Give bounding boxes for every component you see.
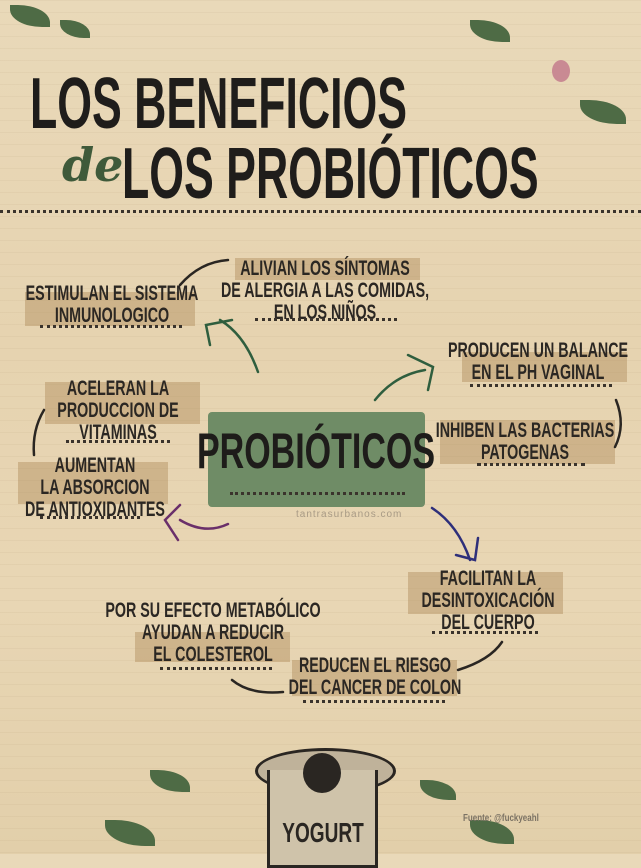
- tape-strip: [135, 632, 290, 662]
- dotted-underline: [255, 318, 397, 321]
- arrow-to-antioxidants: [178, 518, 230, 530]
- brand-badge-logo: [303, 753, 341, 793]
- title-line2: LOS PROBIÓTICOS: [122, 134, 539, 214]
- dotted-underline: [470, 384, 612, 387]
- dotted-underline: [40, 516, 140, 519]
- benefit-text: REDUCEN EL RIESGO DEL CANCER DE COLON: [288, 654, 462, 700]
- leaf-icon: [150, 770, 190, 792]
- dotted-underline: [303, 700, 445, 703]
- leaf-icon: [420, 780, 456, 800]
- benefit-text: ACELERAN LA PRODUCCION DE VITAMINAS: [57, 377, 179, 445]
- tape-strip: [25, 292, 195, 326]
- dotted-underline: [40, 325, 182, 328]
- dotted-underline: [160, 667, 272, 670]
- arrow-head: [454, 536, 480, 562]
- benefit-text: AUMENTAN LA ABSORCION DE ANTIOXIDANTES: [25, 454, 165, 522]
- benefit-text: ESTIMULAN EL SISTEMA INMUNOLOGICO: [25, 282, 199, 328]
- benefit-inhibit-bacteria: INHIBEN LAS BACTERIAS PATOGENAS: [435, 419, 615, 465]
- dotted-underline: [230, 492, 405, 495]
- watermark: tantrasurbanos.com: [296, 509, 403, 520]
- connector-curve: [32, 408, 46, 457]
- title-line1: LOS BENEFICIOS: [30, 64, 407, 144]
- benefit-detox: FACILITAN LA DESINTOXICACIÓN DEL CUERPO: [421, 567, 555, 635]
- benefit-immune-system: ESTIMULAN EL SISTEMA INMUNOLOGICO: [25, 282, 199, 328]
- arrow-head: [406, 353, 435, 392]
- dotted-underline: [66, 440, 170, 443]
- arrow-head: [163, 503, 182, 542]
- title-connector: de: [62, 138, 124, 192]
- tape-strip: [462, 352, 627, 382]
- benefit-text: PRODUCEN UN BALANCE EN EL PH VAGINAL: [447, 339, 629, 385]
- leaf-icon: [60, 20, 90, 38]
- tape-strip: [235, 258, 420, 280]
- tape-strip: [18, 462, 168, 504]
- yogurt-cup-illustration: YOGURT: [255, 748, 396, 868]
- leaf-icon: [470, 20, 510, 42]
- probiotics-center-box: [208, 412, 425, 507]
- benefit-ph-balance: PRODUCEN UN BALANCE EN EL PH VAGINAL: [447, 339, 629, 385]
- tape-strip: [440, 420, 615, 464]
- connector-curve: [456, 640, 504, 672]
- arrow-head: [204, 318, 234, 347]
- cup-label: YOGURT: [282, 817, 364, 848]
- dotted-underline: [432, 631, 538, 634]
- tape-strip: [45, 382, 200, 424]
- benefit-text: POR SU EFECTO METABÓLICO AYUDAN A REDUCI…: [105, 599, 321, 667]
- benefit-text: FACILITAN LA DESINTOXICACIÓN DEL CUERPO: [421, 567, 555, 635]
- connector-curve: [178, 258, 230, 287]
- flower-bud-icon: [552, 60, 570, 82]
- tape-strip: [408, 572, 563, 614]
- dotted-underline: [477, 463, 585, 466]
- arrow-to-ph: [373, 368, 427, 402]
- center-label: PROBIÓTICOS: [196, 423, 436, 479]
- source-credit: Fuente: @fuckyeahl: [463, 813, 539, 824]
- leaf-icon: [10, 5, 50, 27]
- title-divider: [0, 210, 641, 213]
- benefit-antioxidants: AUMENTAN LA ABSORCION DE ANTIOXIDANTES: [25, 454, 165, 522]
- arrow-to-immune: [218, 318, 260, 374]
- cup-body: [267, 770, 378, 868]
- benefit-colon-cancer: REDUCEN EL RIESGO DEL CANCER DE COLON: [288, 654, 462, 700]
- tape-strip: [292, 660, 457, 696]
- connector-curve: [230, 678, 285, 694]
- arrow-to-detox: [430, 506, 472, 562]
- benefit-vitamins: ACELERAN LA PRODUCCION DE VITAMINAS: [57, 377, 179, 445]
- benefit-text: INHIBEN LAS BACTERIAS PATOGENAS: [435, 419, 615, 465]
- connector-curve: [613, 398, 622, 449]
- benefit-cholesterol: POR SU EFECTO METABÓLICO AYUDAN A REDUCI…: [105, 599, 321, 667]
